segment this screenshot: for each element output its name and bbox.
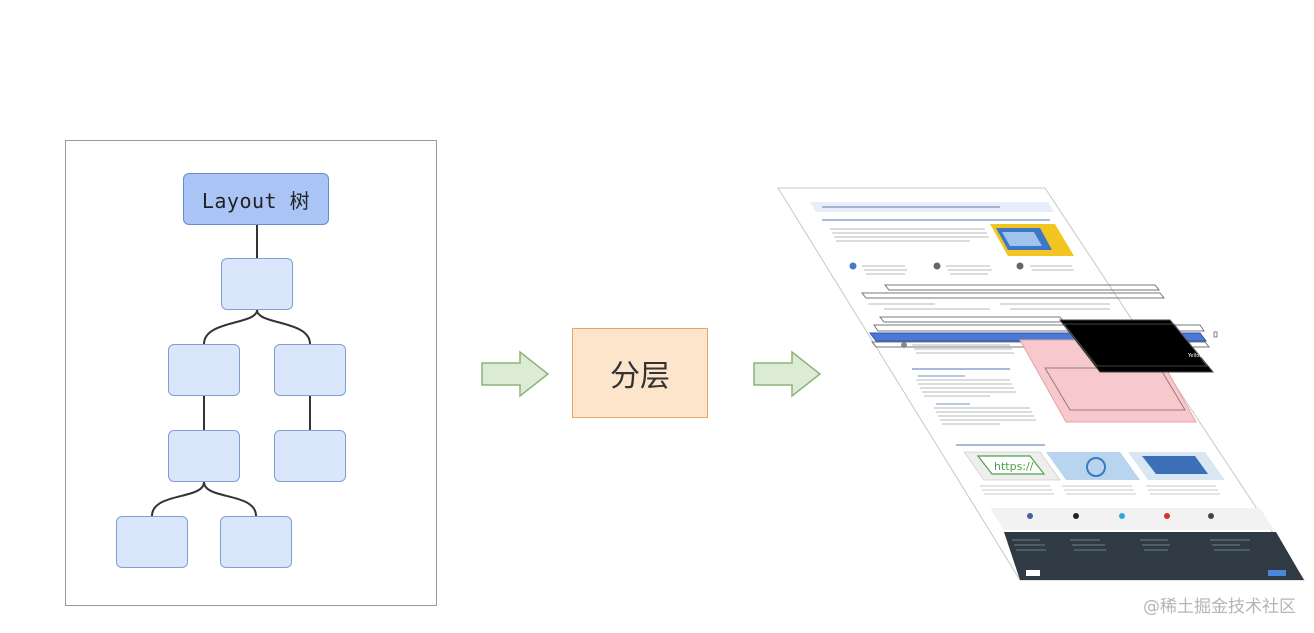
arrow-right-icon	[481, 350, 550, 398]
edge-l1-l2b	[256, 309, 311, 345]
layout-tree-root: Layout 树	[183, 173, 329, 225]
tree-node	[220, 516, 292, 568]
tree-node	[274, 344, 346, 396]
video-button-label: Yellow	[1187, 353, 1203, 359]
tree-node	[168, 344, 240, 396]
watermark: @稀土掘金技术社区	[1143, 597, 1296, 617]
tree-node	[116, 516, 188, 568]
edge-l1-l2a	[203, 309, 258, 345]
edge-l3a-l4b	[203, 481, 257, 517]
edge-l3a-l4a	[151, 481, 205, 517]
tree-node	[168, 430, 240, 482]
tree-node	[274, 430, 346, 482]
arrow-right-icon	[753, 350, 822, 398]
tree-node	[221, 258, 293, 310]
layering-process-box: 分层	[572, 328, 708, 418]
https-link-label: https://	[994, 460, 1034, 473]
